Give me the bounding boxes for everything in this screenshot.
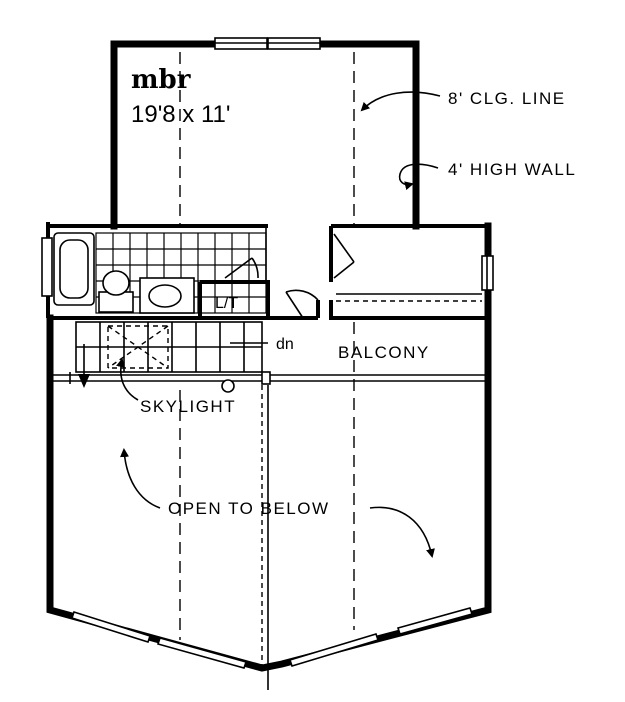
column-icon — [221, 379, 235, 393]
stairs — [75, 321, 263, 373]
open-below-arrow-right — [369, 506, 435, 558]
center-ridge-line — [261, 385, 269, 690]
skylight-arrow — [116, 358, 139, 401]
ceiling-line-arrow — [360, 91, 441, 112]
right-closet — [329, 226, 488, 320]
open-to-below-label: OPEN TO BELOW — [168, 499, 330, 518]
bottom-right-window — [288, 607, 474, 667]
bottom-left-window — [70, 611, 248, 669]
master-bedroom-walls — [48, 40, 488, 230]
bedroom-size: 19'8 x 11' — [131, 101, 230, 128]
high-wall-arrow — [398, 163, 439, 191]
bedroom-window — [214, 37, 321, 50]
skylight-marker — [107, 325, 169, 369]
sink-icon — [139, 277, 195, 314]
toilet-icon — [98, 270, 134, 313]
bath-window — [41, 237, 53, 297]
skylight-label: SKYLIGHT — [140, 397, 236, 416]
open-below-arrow-left — [120, 448, 161, 509]
right-side-window — [481, 255, 494, 291]
hall-door — [285, 289, 320, 319]
balcony-label: BALCONY — [338, 343, 430, 362]
ceiling-line-label: 8' CLG. LINE — [448, 89, 566, 108]
stair-down-label: dn — [276, 336, 294, 353]
high-wall-label: 4' HIGH WALL — [448, 160, 576, 179]
bath-door-swing — [224, 257, 259, 279]
bathtub-icon — [53, 232, 95, 306]
closet-door-swing — [333, 233, 355, 279]
stair-down-arrow — [78, 342, 268, 388]
linen-closet — [198, 226, 270, 318]
balcony-railing — [52, 371, 488, 385]
lower-walls — [46, 222, 492, 672]
bedroom-name: mbr — [131, 65, 191, 95]
linen-closet-label: L/T — [215, 295, 238, 312]
